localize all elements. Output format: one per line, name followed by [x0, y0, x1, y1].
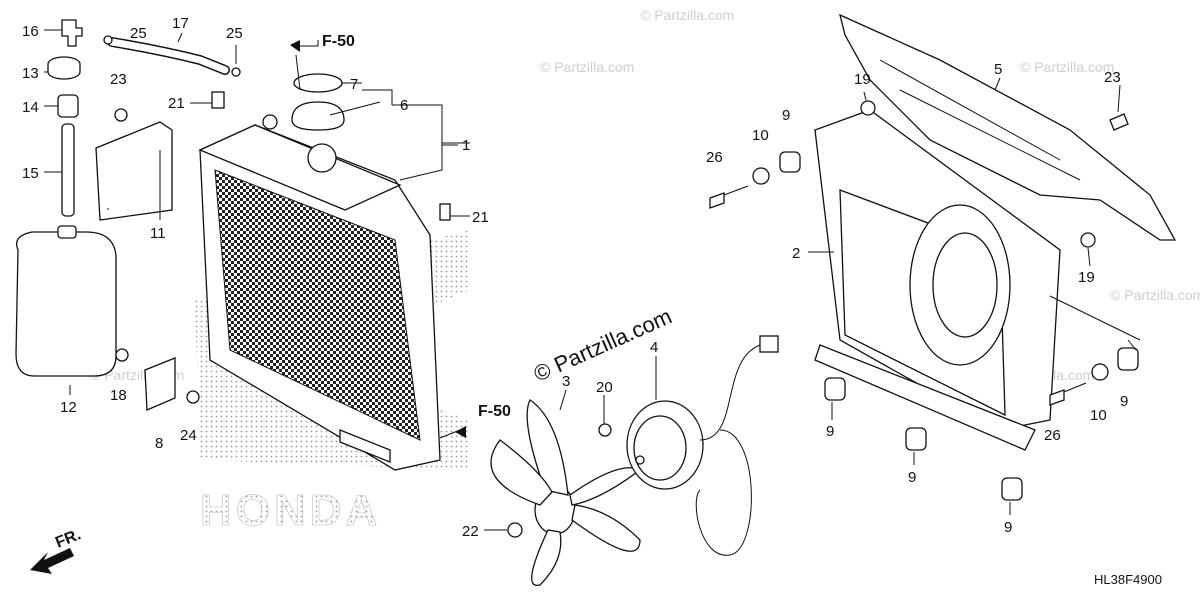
watermark-text: © Partzilla.com — [540, 59, 634, 75]
callout-9: 9 — [1120, 393, 1128, 410]
bushing-14 — [57, 94, 79, 118]
callout-24: 24 — [180, 427, 197, 444]
fitting-16 — [61, 19, 83, 47]
callout-17: 17 — [172, 15, 189, 32]
fan-3 — [490, 399, 642, 586]
grommet-9d — [1001, 477, 1023, 501]
shroud-2 — [814, 109, 1061, 451]
diagram-code: HL38F4900 — [1094, 572, 1162, 587]
callout-13: 13 — [22, 65, 39, 82]
callout-26: 26 — [1044, 427, 1061, 444]
callout-20: 20 — [596, 379, 613, 396]
callout-25: 25 — [226, 25, 243, 42]
washer-10b — [1091, 363, 1109, 381]
grommet-9e — [1117, 347, 1139, 371]
callout-4: 4 — [650, 339, 658, 356]
callout-9: 9 — [782, 107, 790, 124]
bracket-11 — [95, 121, 173, 221]
callout-21: 21 — [472, 209, 489, 226]
filler-neck — [307, 143, 337, 173]
callout-9: 9 — [1004, 519, 1012, 536]
callout-25: 25 — [130, 25, 147, 42]
bolt-26b — [1049, 389, 1065, 406]
screw-23 — [114, 108, 128, 122]
leader-lines — [44, 29, 1141, 531]
clip-21a — [211, 91, 225, 109]
screw-23b — [1109, 113, 1129, 131]
callout-23: 23 — [110, 71, 127, 88]
seal-7 — [293, 73, 343, 93]
nut-24 — [186, 390, 200, 404]
reservoir-group — [15, 19, 241, 411]
nut-22 — [507, 522, 523, 538]
bolt-19a — [860, 100, 876, 116]
callout-14: 14 — [22, 99, 39, 116]
callout-9: 9 — [908, 469, 916, 486]
callout-numbers: 16 25 17 25 13 23 14 21 15 11 12 18 8 24… — [22, 15, 1128, 540]
watermark-text: © Partzilla.com — [1020, 59, 1114, 75]
callout-11: 11 — [150, 225, 166, 242]
honda-watermark: HONDA — [200, 486, 381, 535]
callout-23: 23 — [1104, 69, 1121, 86]
fan-motor-4 — [507, 335, 779, 556]
callout-6: 6 — [400, 97, 408, 114]
callout-26: 26 — [706, 149, 723, 166]
callout-12: 12 — [60, 399, 77, 416]
callout-10: 10 — [752, 127, 769, 144]
callout-18: 18 — [110, 387, 127, 404]
callout-19: 19 — [854, 71, 871, 88]
reservoir-tank-12 — [15, 231, 117, 377]
f50-ref-mid: F-50 — [455, 403, 511, 438]
callout-22: 22 — [462, 523, 479, 540]
clip-21b — [439, 203, 451, 221]
radiator-cap-6 — [291, 101, 345, 131]
watermark-tiles: © Partzilla.com © Partzilla.com © Partzi… — [90, 7, 1200, 383]
clamp-25b — [231, 67, 241, 77]
connector — [759, 335, 779, 353]
tube-15 — [61, 123, 75, 217]
callout-10: 10 — [1090, 407, 1107, 424]
grommet-9b — [824, 377, 846, 401]
watermark-text: © Partzilla.com — [640, 7, 734, 23]
bolt-18 — [115, 348, 129, 362]
bolt-20 — [598, 423, 612, 437]
callout-7: 7 — [350, 76, 358, 93]
callout-21: 21 — [168, 95, 185, 112]
watermark-text: © Partzilla.com — [1110, 287, 1200, 303]
callout-19: 19 — [1078, 269, 1095, 286]
front-label: FR. — [53, 526, 83, 551]
bolt-19b — [1080, 232, 1096, 248]
clamp-25 — [103, 35, 113, 45]
cover-5 — [839, 13, 1177, 241]
callout-16: 16 — [22, 23, 39, 40]
bolt-26a — [709, 192, 725, 209]
callout-15: 15 — [22, 165, 39, 182]
reservoir-cap-top — [47, 56, 81, 72]
front-arrow: FR. — [30, 526, 83, 574]
bracket-8 — [144, 357, 176, 411]
callout-9: 9 — [826, 423, 834, 440]
shroud-hardware — [709, 100, 1139, 501]
grommet-9a — [779, 151, 801, 173]
callout-8: 8 — [155, 435, 163, 452]
callout-5: 5 — [994, 61, 1002, 78]
callout-1: 1 — [462, 137, 470, 154]
callout-3: 3 — [562, 373, 570, 390]
f50-ref-top: F-50 — [290, 33, 355, 52]
ref-label: F-50 — [322, 33, 355, 50]
radiator-1 — [198, 114, 441, 471]
grommet-9c — [905, 427, 927, 451]
washer-10a — [752, 167, 770, 185]
ref-label: F-50 — [478, 403, 511, 420]
callout-2: 2 — [792, 245, 800, 262]
